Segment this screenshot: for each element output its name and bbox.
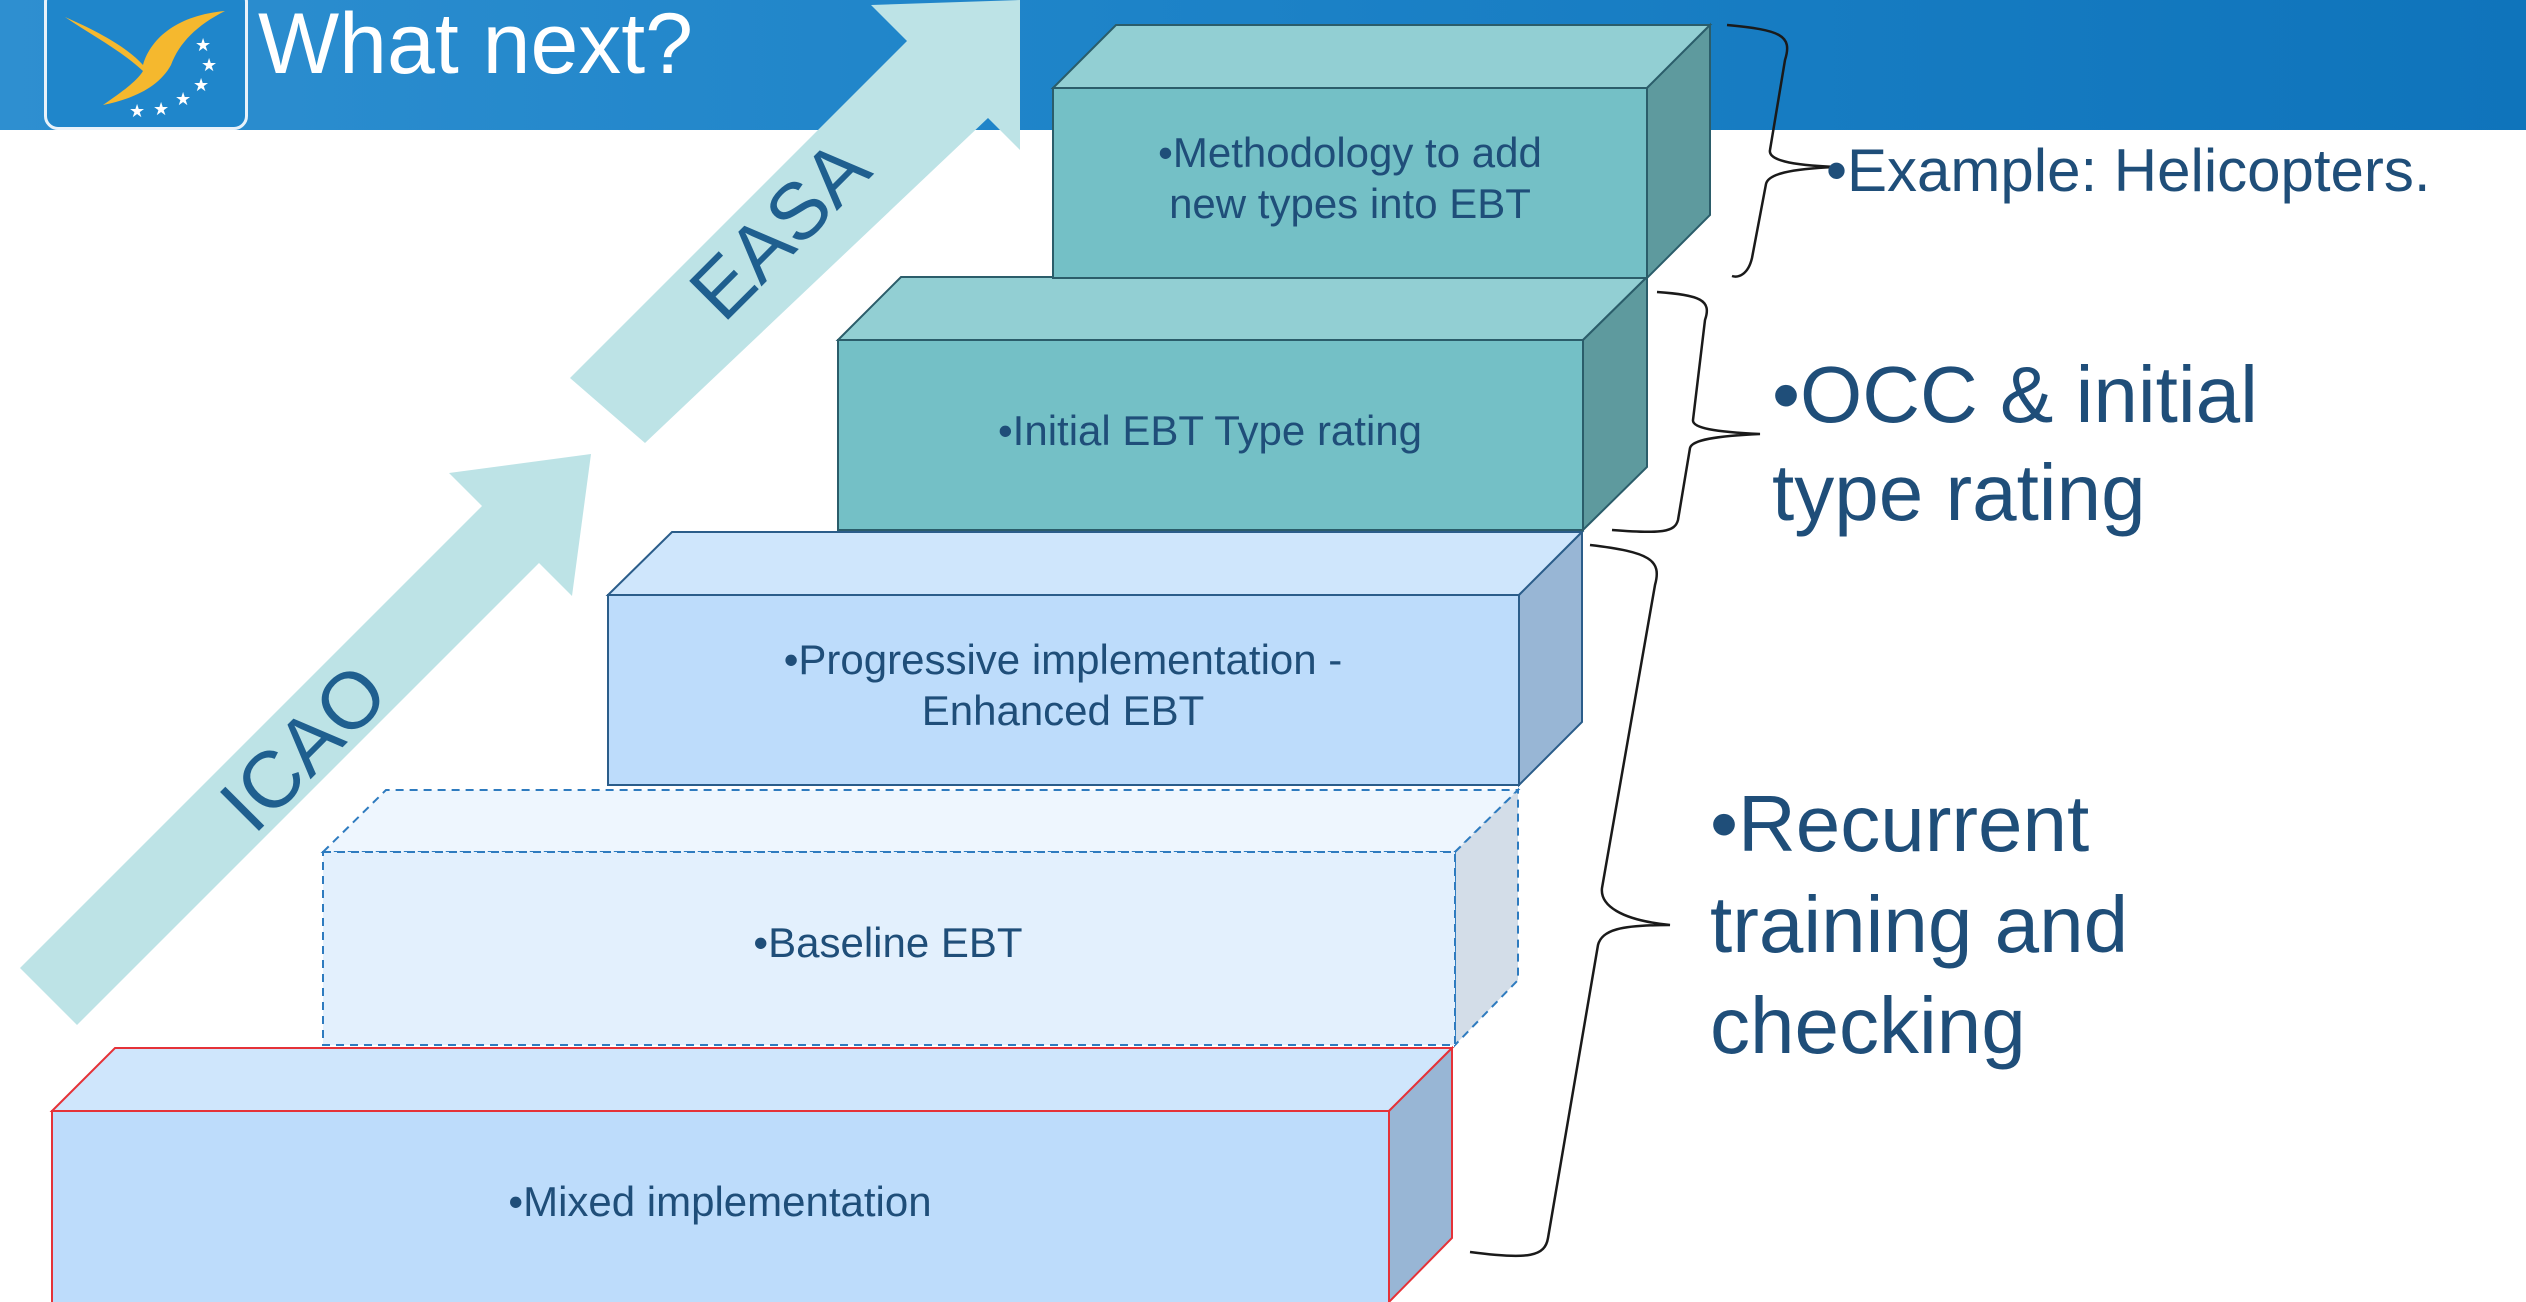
bird-logo-icon: ★ ★ ★ ★ ★ ★ bbox=[65, 11, 225, 122]
svg-text:★: ★ bbox=[201, 55, 217, 76]
step-progressive-label-line2: Enhanced EBT bbox=[922, 687, 1205, 734]
step-progressive-label-line1: •Progressive implementation - bbox=[784, 636, 1343, 683]
svg-text:★: ★ bbox=[153, 99, 169, 120]
callout-occ-line1: •OCC & initial bbox=[1772, 350, 2258, 439]
callout-recurrent-line1: •Recurrent bbox=[1710, 779, 2090, 868]
page-title: What next? bbox=[258, 0, 693, 92]
svg-text:★: ★ bbox=[195, 35, 211, 56]
brace-helicopters bbox=[1726, 23, 1836, 278]
step-progressive-implementation: •Progressive implementation - Enhanced E… bbox=[605, 529, 1585, 788]
svg-text:★: ★ bbox=[193, 75, 209, 96]
brace-recurrent bbox=[1469, 543, 1671, 1258]
easa-logo: ★ ★ ★ ★ ★ ★ bbox=[44, 0, 248, 130]
callout-helicopters: •Example: Helicopters. bbox=[1826, 137, 2431, 204]
step-mixed-label: •Mixed implementation bbox=[508, 1178, 931, 1225]
brace-occ bbox=[1611, 290, 1761, 534]
svg-text:★: ★ bbox=[129, 101, 145, 122]
callout-occ-initial-type-rating: •OCC & initial type rating bbox=[1772, 346, 2258, 542]
callout-recurrent-line2: training and bbox=[1710, 880, 2129, 969]
callout-recurrent-training: •Recurrent training and checking bbox=[1710, 773, 2128, 1076]
step-mixed-implementation: •Mixed implementation bbox=[49, 1045, 1455, 1302]
callout-recurrent-line3: checking bbox=[1710, 981, 2026, 1070]
step-baseline-ebt: •Baseline EBT bbox=[320, 787, 1521, 1048]
svg-text:★: ★ bbox=[175, 89, 191, 110]
step-methodology-label-line1: •Methodology to add bbox=[1158, 129, 1542, 176]
step-methodology-label-line2: new types into EBT bbox=[1169, 180, 1531, 227]
step-methodology-new-types: •Methodology to add new types into EBT bbox=[1050, 22, 1713, 281]
callout-occ-line2: type rating bbox=[1772, 448, 2146, 537]
step-initial-ebt-type-rating: •Initial EBT Type rating bbox=[835, 274, 1650, 533]
step-baseline-label: •Baseline EBT bbox=[753, 919, 1022, 966]
step-initial-type-rating-label: •Initial EBT Type rating bbox=[998, 407, 1422, 454]
